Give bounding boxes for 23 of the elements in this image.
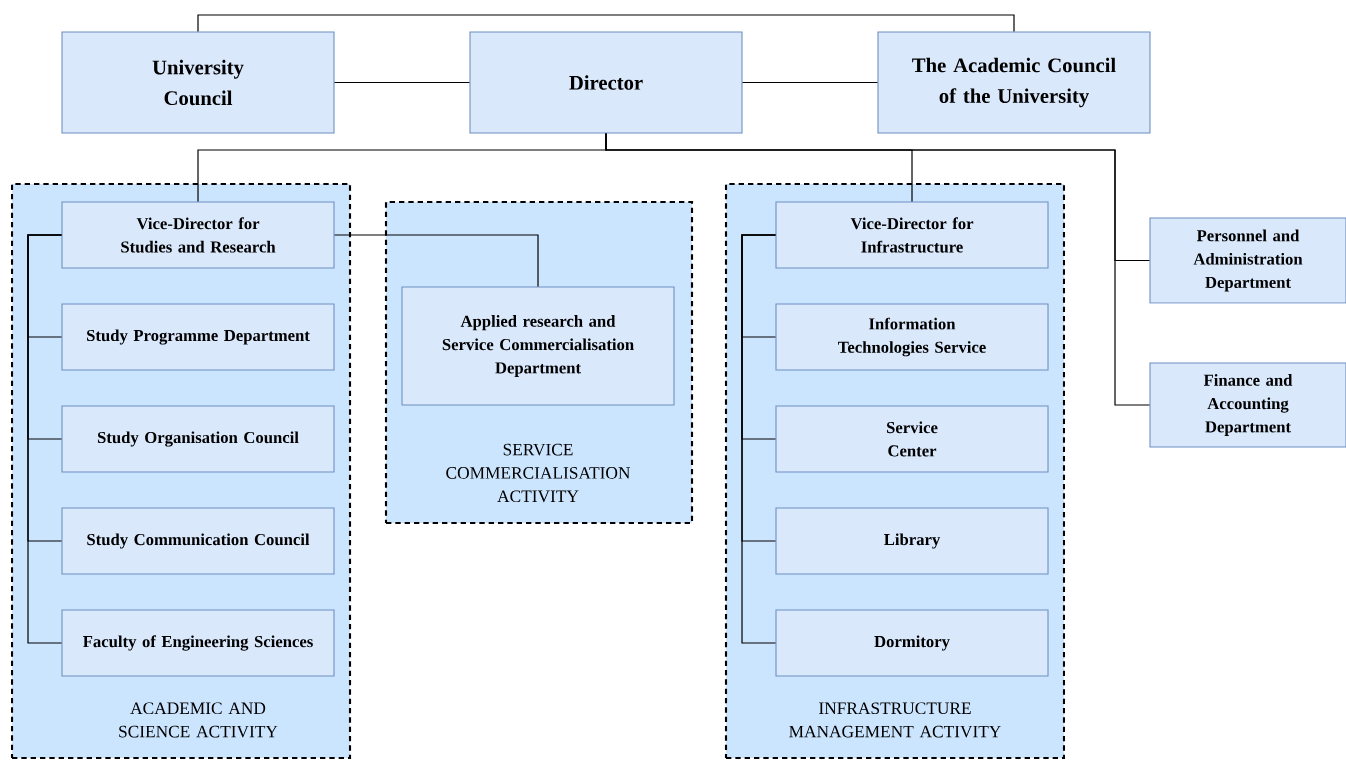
unit-box: Library [775,507,1049,575]
unit-box: Service Center [775,405,1049,473]
unit-box: University Council [61,31,335,134]
unit-box: Personnel and Administration Department [1149,217,1346,304]
connector-line [27,234,63,644]
unit-box: Applied research and Service Commercialisation Department [401,286,675,406]
connector-line [741,234,777,644]
connector-line [197,14,1015,33]
unit-box: Faculty of Engineering Sciences [61,609,335,677]
unit-box: Study Organisation Council [61,405,335,473]
unit-box: Vice-Director for Studies and Research [61,201,335,269]
connector-line [333,81,471,84]
connector-line [741,81,879,84]
unit-box: Finance and Accounting Department [1149,362,1346,448]
unit-box: Study Programme Department [61,303,335,371]
unit-box: Director [469,31,743,134]
unit-box: Information Technologies Service [775,303,1049,371]
connector-line [333,234,539,288]
unit-box: The Academic Council of the University [877,31,1151,134]
unit-box: Dormitory [775,609,1049,677]
connector-line [605,132,1151,406]
unit-box: Vice-Director for Infrastructure [775,201,1049,269]
unit-box: Study Communication Council [61,507,335,575]
